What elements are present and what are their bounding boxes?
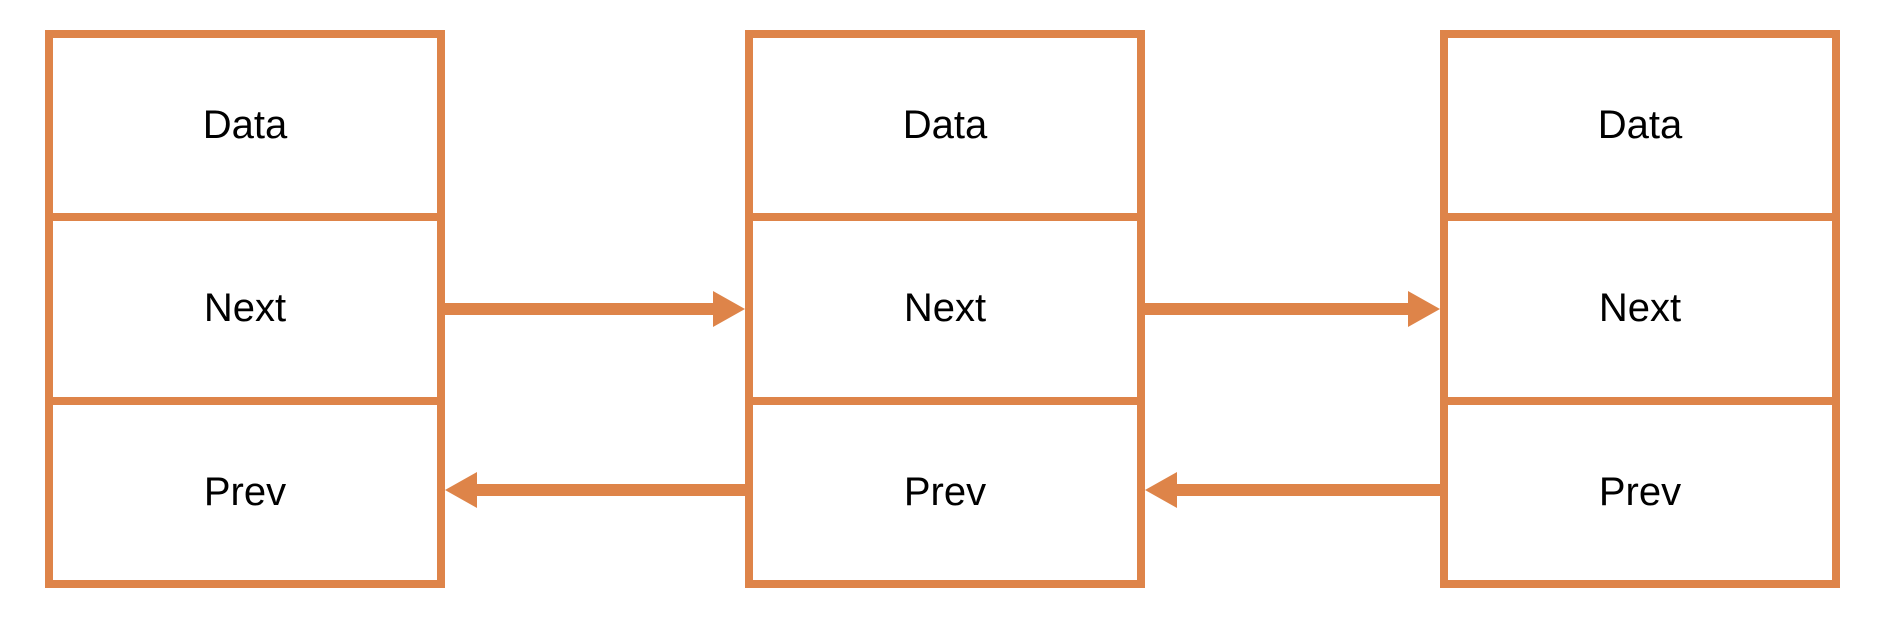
node-3-data-cell: Data [1448, 38, 1832, 214]
arrowhead-left-icon [1145, 472, 1177, 508]
node-1-prev-cell: Prev [53, 396, 437, 580]
node-1-next-cell: Next [53, 213, 437, 397]
arrow-shaft [1143, 303, 1410, 315]
arrow-shaft [475, 484, 745, 496]
node-1-data-cell: Data [53, 38, 437, 214]
list-node-3: Data Next Prev [1440, 30, 1840, 588]
node-2-data-cell: Data [753, 38, 1137, 214]
node-2-next-cell: Next [753, 213, 1137, 397]
arrow-shaft [1175, 484, 1442, 496]
list-node-1: Data Next Prev [45, 30, 445, 588]
list-node-2: Data Next Prev [745, 30, 1145, 588]
node-3-next-cell: Next [1448, 213, 1832, 397]
node-3-prev-cell: Prev [1448, 396, 1832, 580]
arrowhead-right-icon [1408, 291, 1440, 327]
arrow-shaft [443, 303, 715, 315]
arrowhead-right-icon [713, 291, 745, 327]
arrowhead-left-icon [445, 472, 477, 508]
node-2-prev-cell: Prev [753, 396, 1137, 580]
